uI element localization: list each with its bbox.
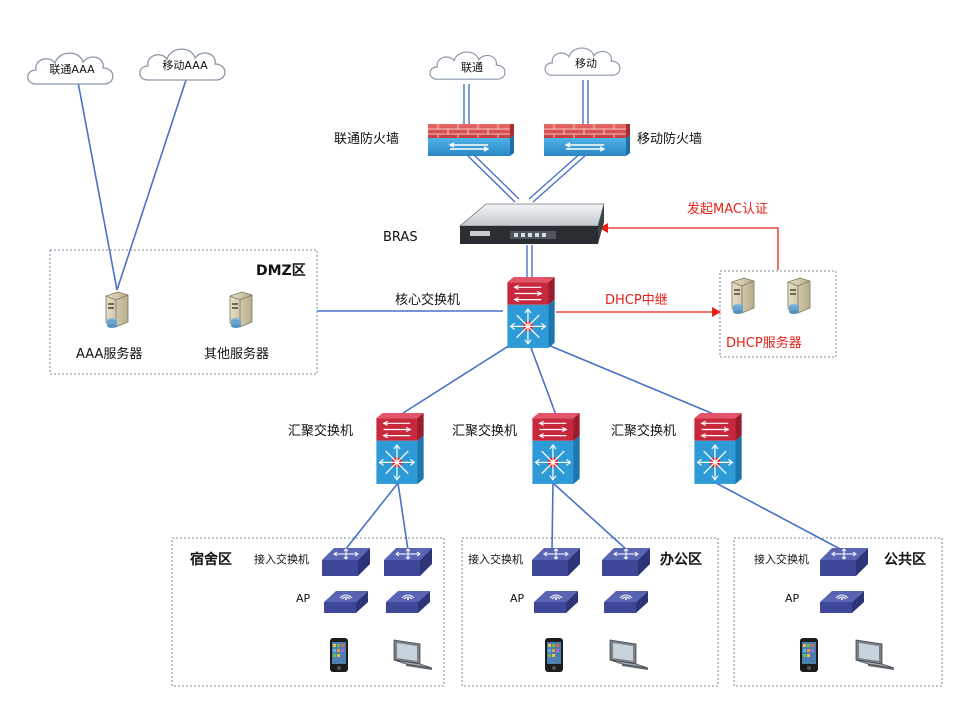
aaa-server-label: AAA服务器 xyxy=(76,346,142,362)
public-phone-icon xyxy=(800,638,818,672)
cloud-mobile-aaa-label: 移动AAA xyxy=(162,59,208,72)
office-laptop-icon xyxy=(609,639,649,671)
other-server-label: 其他服务器 xyxy=(204,346,269,362)
cloud-unicom-label: 联通 xyxy=(461,61,483,74)
cloud-unicom-aaa-label: 联通AAA xyxy=(49,63,95,76)
dorm-zone xyxy=(171,537,445,687)
aggregation-switch-3-label: 汇聚交换机 xyxy=(611,423,676,439)
dorm-zone-title: 宿舍区 xyxy=(190,551,232,568)
dorm-phone-icon xyxy=(330,638,348,672)
public-laptop-icon xyxy=(855,639,895,671)
office-zone xyxy=(461,537,719,687)
dhcp-zone xyxy=(719,270,837,358)
core-switch: 核心交换机 xyxy=(395,276,555,349)
aggregation-switch-2: 汇聚交换机 xyxy=(452,412,580,485)
dhcp-server-label: DHCP服务器 xyxy=(726,335,802,351)
public-ap-label: AP xyxy=(785,592,800,605)
dhcp-server-icon-2 xyxy=(787,277,811,315)
dorm-access-switch-icon-2 xyxy=(383,547,433,577)
dmz-zone xyxy=(49,249,318,375)
office-access-switch-icon-2 xyxy=(601,547,651,577)
other-server-icon xyxy=(229,291,253,329)
firewall-unicom-label: 联通防火墙 xyxy=(334,131,399,147)
office-area: 办公区 接入交换机 AP xyxy=(468,547,702,672)
mac-auth-label: 发起MAC认证 xyxy=(687,201,768,217)
core-switch-label: 核心交换机 xyxy=(395,292,460,308)
dorm-ap-icon-1 xyxy=(323,590,369,614)
isp-double-links xyxy=(463,80,589,280)
cloud-mobile: 移动 xyxy=(544,47,621,76)
access-links xyxy=(344,482,843,551)
dmz-title: DMZ区 xyxy=(256,263,306,279)
cloud-unicom: 联通 xyxy=(429,51,506,80)
office-zone-title: 办公区 xyxy=(660,551,702,568)
dhcp-relay-label: DHCP中继 xyxy=(605,293,668,308)
bras-device: BRAS xyxy=(383,203,605,245)
bras-label: BRAS xyxy=(383,230,418,245)
core-aggregation-links xyxy=(399,344,717,416)
dhcp-servers: DHCP服务器 xyxy=(726,277,811,351)
aggregation-switch-2-label: 汇聚交换机 xyxy=(452,423,517,439)
cloud-unicom-aaa: 联通AAA xyxy=(27,52,114,85)
aggregation-switch-1: 汇聚交换机 xyxy=(288,412,424,485)
firewall-unicom: 联通防火墙 xyxy=(334,124,514,157)
firewall-mobile-label: 移动防火墙 xyxy=(637,131,702,147)
other-server: 其他服务器 xyxy=(204,291,269,362)
office-access-switch-label: 接入交换机 xyxy=(468,552,523,566)
dorm-ap-icon-2 xyxy=(385,590,431,614)
aaa-server-icon xyxy=(105,291,129,329)
aaa-server: AAA服务器 xyxy=(76,291,142,362)
dhcp-relay-arrow xyxy=(556,307,721,317)
aaa-links xyxy=(77,79,187,291)
public-area: 公共区 接入交换机 AP xyxy=(754,547,926,672)
cloud-mobile-aaa: 移动AAA xyxy=(139,48,226,81)
dorm-ap-label: AP xyxy=(296,592,311,605)
office-ap-icon-1 xyxy=(533,590,579,614)
office-access-switch-icon-1 xyxy=(531,547,581,577)
public-ap-icon xyxy=(819,590,865,614)
dhcp-server-icon-1 xyxy=(731,277,755,315)
office-ap-label: AP xyxy=(510,592,525,605)
dorm-area: 宿舍区 接入交换机 AP xyxy=(190,547,433,672)
dorm-laptop-icon xyxy=(393,639,433,671)
public-access-switch-label: 接入交换机 xyxy=(754,552,809,566)
cloud-mobile-label: 移动 xyxy=(575,57,597,70)
public-access-switch-icon xyxy=(819,547,869,577)
dorm-access-switch-icon-1 xyxy=(321,547,371,577)
public-zone xyxy=(733,537,943,687)
aggregation-switch-3: 汇聚交换机 xyxy=(611,412,742,485)
firewall-mobile: 移动防火墙 xyxy=(544,124,702,157)
aggregation-switch-1-label: 汇聚交换机 xyxy=(288,423,353,439)
dorm-access-switch-label: 接入交换机 xyxy=(254,552,309,566)
mac-auth-arrow xyxy=(599,223,779,270)
office-ap-icon-2 xyxy=(603,590,649,614)
office-phone-icon xyxy=(545,638,563,672)
public-zone-title: 公共区 xyxy=(884,551,926,568)
